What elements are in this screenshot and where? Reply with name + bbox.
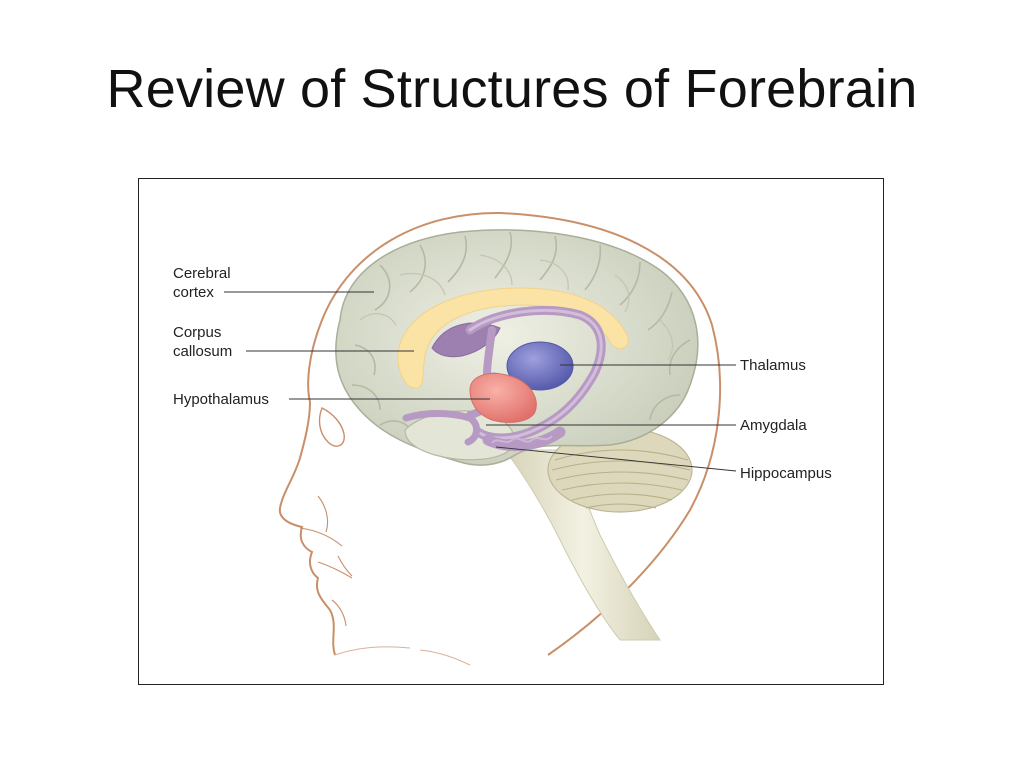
slide-title: Review of Structures of Forebrain	[106, 59, 918, 119]
label-hypothalamus: Hypothalamus	[173, 391, 269, 408]
label-thalamus: Thalamus	[740, 357, 806, 374]
label-corpus-callosum-2: callosum	[173, 343, 232, 360]
label-amygdala: Amygdala	[740, 417, 807, 434]
chin-lines	[334, 646, 471, 666]
hypothalamus	[469, 373, 537, 423]
ear-outline	[318, 407, 345, 447]
label-cerebral-cortex-2: cortex	[173, 284, 214, 301]
head-outline	[278, 211, 722, 656]
face-lines	[299, 495, 353, 627]
cerebral-cortex	[335, 229, 699, 466]
thalamus	[506, 341, 574, 391]
leader-hippocampus	[495, 446, 737, 472]
label-corpus-callosum-1: Corpus	[173, 324, 221, 341]
label-hippocampus: Hippocampus	[740, 465, 832, 482]
label-cerebral-cortex-1: Cerebral	[173, 265, 231, 282]
